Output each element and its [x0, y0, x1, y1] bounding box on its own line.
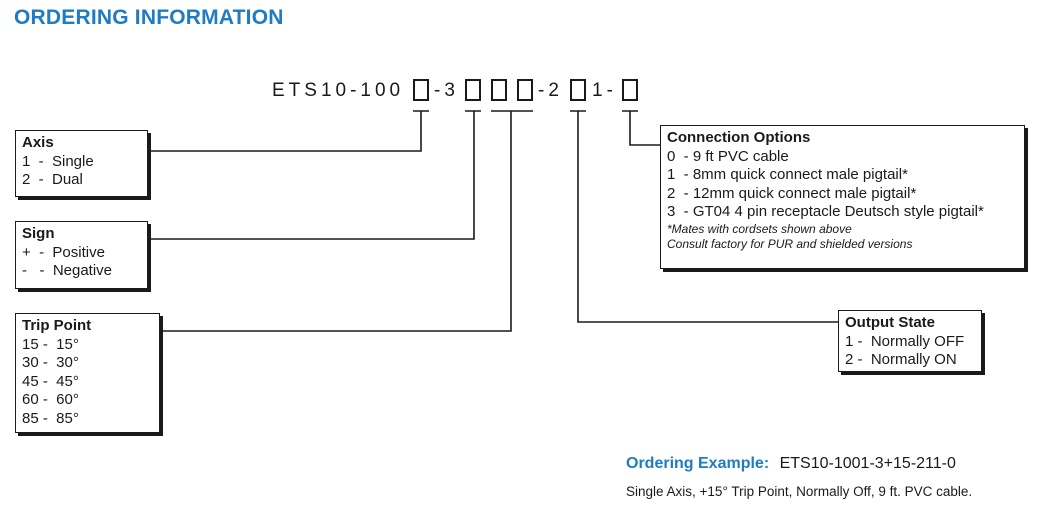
page-title: ORDERING INFORMATION — [14, 6, 284, 29]
ordering-example: Ordering Example: ETS10-1001-3+15-211-0 — [626, 455, 956, 473]
trip-point-option: 60 - 60° — [22, 391, 79, 408]
axis-box: Axis 1 - Single 2 - Dual — [15, 130, 148, 197]
trip-point-option: 85 - 85° — [22, 409, 79, 427]
axis-code-box — [413, 79, 429, 101]
trip-tens-code-box — [491, 79, 507, 101]
output-state-code-box — [570, 79, 586, 101]
connection-option: 3 - GT04 4 pin receptacle Deutsch style … — [667, 203, 984, 220]
output-state-option: 2 - Normally ON — [845, 351, 957, 368]
sign-option: + - Positive — [22, 243, 105, 261]
trip-point-option: 45 - 45° — [22, 372, 79, 390]
connection-option: 1 - 8mm quick connect male pigtail* — [667, 166, 908, 183]
connection-connector — [622, 110, 660, 146]
axis-option: 2 - Dual — [22, 171, 83, 188]
connection-note: Consult factory for PUR and shielded ver… — [667, 237, 913, 251]
part-number-prefix: ETS10-100 — [272, 80, 405, 101]
connection-option: 2 - 12mm quick connect male pigtail* — [667, 184, 917, 202]
sign-option: - - Negative — [22, 262, 113, 279]
sign-box: Sign + - Positive - - Negative — [15, 221, 148, 289]
sign-header: Sign — [22, 225, 55, 242]
trip-point-box: Trip Point 15 - 15° 30 - 30° 45 - 45° 60… — [15, 313, 160, 433]
part-number-seg3: -2 — [538, 80, 563, 101]
trip-point-option: 30 - 30° — [22, 354, 79, 371]
trip-point-option: 15 - 15° — [22, 335, 79, 353]
ordering-example-label: Ordering Example: — [626, 455, 770, 472]
output-state-box: Output State 1 - Normally OFF 2 - Normal… — [838, 310, 982, 372]
trip-connector — [160, 110, 533, 332]
axis-header: Axis — [22, 134, 54, 151]
sign-connector — [148, 110, 481, 240]
part-number-seg2: -3 — [434, 80, 459, 101]
trip-ones-code-box — [517, 79, 533, 101]
trip-point-header: Trip Point — [22, 317, 92, 334]
output-state-connector — [570, 110, 838, 323]
connection-options-header: Connection Options — [667, 129, 811, 146]
connection-options-box: Connection Options 0 - 9 ft PVC cable 1 … — [660, 125, 1025, 269]
part-number-seg4: 1- — [592, 80, 617, 101]
output-state-header: Output State — [845, 314, 935, 331]
output-state-option: 1 - Normally OFF — [845, 332, 965, 350]
connection-note: *Mates with cordsets shown above — [667, 221, 852, 236]
ordering-example-value: ETS10-1001-3+15-211-0 — [779, 455, 956, 472]
connection-code-box — [622, 79, 638, 101]
ordering-example-description: Single Axis, +15° Trip Point, Normally O… — [626, 484, 973, 499]
connection-option: 0 - 9 ft PVC cable — [667, 147, 789, 165]
axis-option: 1 - Single — [22, 152, 94, 170]
sign-code-box — [465, 79, 481, 101]
axis-connector — [148, 110, 429, 152]
